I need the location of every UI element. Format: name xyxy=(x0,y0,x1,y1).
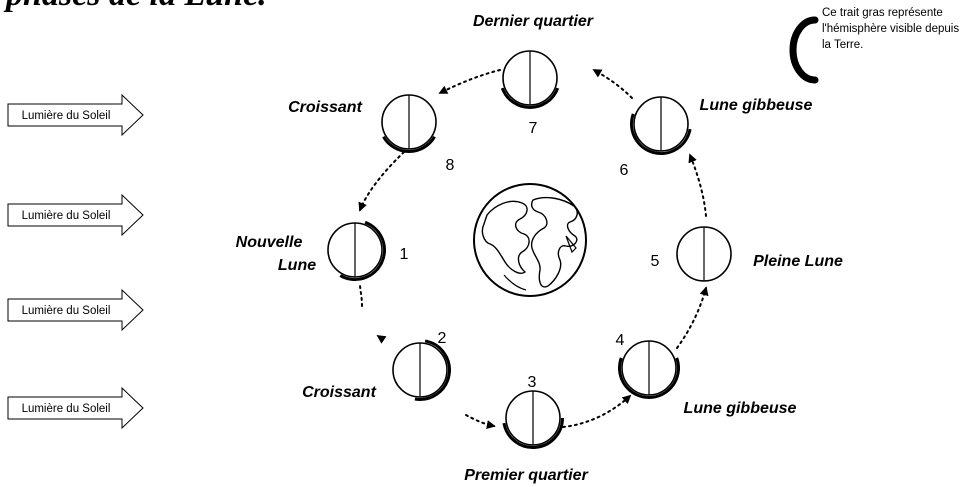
phase-3-label: Premier quartier xyxy=(464,467,588,484)
moon-phase-3-icon xyxy=(502,390,564,449)
legend-line-1: Ce trait gras représente xyxy=(822,7,943,19)
earth-globe-icon xyxy=(473,183,587,297)
legend-line-2: l'hémisphère visible depuis xyxy=(822,23,959,35)
phase-3-number: 3 xyxy=(528,374,537,391)
phase-2-number: 2 xyxy=(438,330,447,347)
phase-2-label: Croissant xyxy=(302,384,376,401)
phase-7-label: Dernier quartier xyxy=(473,13,594,30)
sun-light-arrow-label: Lumière du Soleil xyxy=(22,110,111,122)
phase-6-number: 6 xyxy=(620,162,629,179)
phase-1-label-line-1: Nouvelle xyxy=(236,234,303,251)
legend-line-3: la Terre. xyxy=(822,39,863,51)
orbit-arrow xyxy=(676,286,709,349)
phase-4-label: Lune gibbeuse xyxy=(684,400,797,417)
moon-phase-7-icon xyxy=(500,50,560,109)
moon-phase-2-icon xyxy=(392,339,451,401)
moon-phase-6-icon xyxy=(630,96,692,155)
phase-5-label: Pleine Lune xyxy=(753,253,843,270)
orbit-arrow xyxy=(376,335,387,344)
moon-phase-1-icon xyxy=(327,220,386,281)
sun-light-arrow-label: Lumière du Soleil xyxy=(22,210,111,222)
phase-8-label: Croissant xyxy=(288,99,362,116)
phase-5-number: 5 xyxy=(651,253,660,270)
phase-7-number: 7 xyxy=(529,120,538,137)
sun-light-arrow-label: Lumière du Soleil xyxy=(22,403,111,415)
legend: Ce trait gras représente l'hémisphère vi… xyxy=(789,7,959,84)
diagram-heading: phases de la Lune. xyxy=(6,0,267,14)
moon-phase-4-icon xyxy=(618,340,680,399)
orbit-arrow xyxy=(465,414,496,429)
sun-light-arrow-label: Lumière du Soleil xyxy=(22,305,111,317)
sun-light-arrow: Lumière du Soleil xyxy=(7,386,144,430)
orbit-arrow xyxy=(359,283,363,307)
phase-1-number: 1 xyxy=(400,246,409,263)
phase-6-label: Lune gibbeuse xyxy=(700,97,813,114)
sun-light-arrow: Lumière du Soleil xyxy=(7,93,144,137)
orbit-arrow xyxy=(562,394,632,428)
phase-4-number: 4 xyxy=(616,332,625,349)
orbit-arrow xyxy=(358,151,405,212)
legend-bold-stroke-icon xyxy=(789,16,819,84)
phase-1-label-line-2: Lune xyxy=(278,257,316,274)
moon-phase-5-icon xyxy=(676,226,732,282)
orbit-arrow xyxy=(592,69,633,99)
orbit-arrow xyxy=(438,69,501,94)
sun-light-arrow: Lumière du Soleil xyxy=(7,288,144,332)
orbit-arrow xyxy=(688,153,707,217)
phase-8-number: 8 xyxy=(446,157,455,174)
sun-light-arrow: Lumière du Soleil xyxy=(7,193,144,237)
moon-phase-8-icon xyxy=(381,94,437,153)
